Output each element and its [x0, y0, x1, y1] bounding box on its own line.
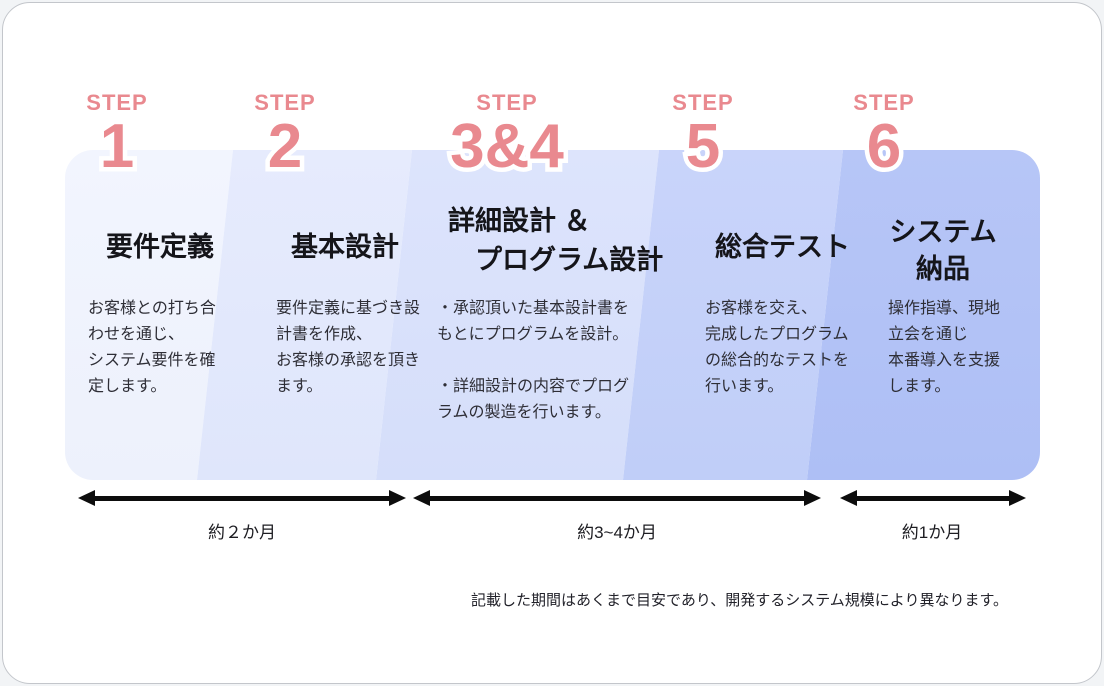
- step-number: 5 5: [681, 111, 724, 182]
- footnote: 記載した期間はあくまで目安であり、開発するシステム規模により異なります。: [470, 592, 1008, 609]
- step-description-2: 要件定義に基づき設 計書を作成、 お客様の承認を頂き ます。: [276, 300, 421, 395]
- arrow-right-icon: [389, 490, 406, 506]
- step-number: 2 2: [263, 111, 306, 182]
- arrow-shaft: [855, 495, 1011, 501]
- duration-label-1: 約２か月: [208, 523, 276, 542]
- step-title-2: 基本設計: [291, 232, 399, 262]
- step-description-1: お客様との打ち合 わせを通じ、 システム要件を確 定します。: [88, 300, 216, 395]
- step-number: 3&4 3&4: [446, 111, 569, 182]
- arrow-right-icon: [804, 490, 821, 506]
- step-band: [65, 150, 1040, 480]
- step-label: STEP: [86, 90, 148, 115]
- step-header-2: STEP 2 2: [195, 90, 375, 183]
- step-title-1: 要件定義: [106, 232, 214, 262]
- step-label: STEP: [254, 90, 316, 115]
- duration-label-2: 約3~4か月: [577, 523, 657, 542]
- arrow-left-icon: [413, 490, 430, 506]
- arrow-left-icon: [840, 490, 857, 506]
- step-title-3-4: 詳細設計 ＆ プログラム設計: [448, 206, 664, 276]
- step-title-6: システム 納品: [889, 217, 997, 285]
- arrow-right-icon: [1009, 490, 1026, 506]
- panel-step-2: [197, 150, 412, 480]
- step-header-5: STEP 5 5: [613, 90, 793, 183]
- duration-arrow-1: [78, 490, 406, 506]
- step-description-6: 操作指導、現地 立会を通じ 本番導入を支援 します。: [888, 300, 1001, 395]
- step-description-5: お客様を交え、 完成したプログラム の総合的なテストを 行います。: [705, 300, 850, 395]
- step-label: STEP: [672, 90, 734, 115]
- step-number: 6 6: [862, 111, 905, 182]
- step-number: 1 1: [95, 111, 138, 182]
- panel-step-6: [807, 150, 1040, 480]
- step-header-3-4: STEP 3&4 3&4: [417, 90, 597, 183]
- arrow-shaft: [93, 495, 391, 501]
- step-header-1: STEP 1 1: [27, 90, 207, 183]
- step-header-6: STEP 6 6: [794, 90, 974, 183]
- panel-step-3-4: [376, 150, 659, 480]
- step-label: STEP: [853, 90, 915, 115]
- duration-label-3: 約1か月: [901, 523, 963, 542]
- panel-step-5: [623, 150, 843, 480]
- duration-arrow-3: [840, 490, 1026, 506]
- arrow-shaft: [428, 495, 806, 501]
- step-title-5: 総合テスト: [715, 232, 850, 262]
- step-label: STEP: [476, 90, 538, 115]
- step-description-3-4: ・承認頂いた基本設計書を もとにプログラムを設計。 ・詳細設計の内容でプログ ラ…: [437, 300, 630, 421]
- arrow-left-icon: [78, 490, 95, 506]
- duration-arrow-2: [413, 490, 821, 506]
